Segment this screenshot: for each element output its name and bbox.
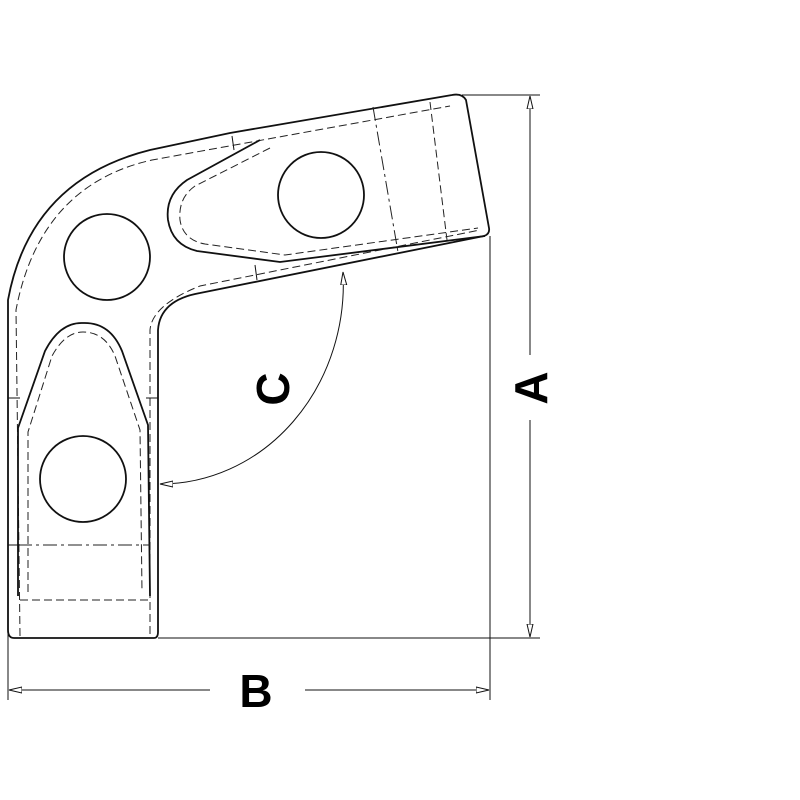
edge-line bbox=[231, 135, 235, 151]
dimension-label-b: B bbox=[239, 665, 272, 717]
center-line bbox=[372, 106, 399, 253]
dimension-b: B bbox=[7, 236, 491, 717]
hole-upper bbox=[277, 151, 365, 239]
edge-line bbox=[254, 264, 258, 281]
upper-slot bbox=[166, 139, 486, 263]
outer-hidden-outline bbox=[15, 105, 481, 637]
upper-slot-hidden bbox=[179, 147, 479, 256]
lower-slot bbox=[17, 322, 151, 597]
dimension-label-a: A bbox=[505, 371, 557, 404]
hole-lower bbox=[39, 435, 127, 523]
lower-slot-hidden bbox=[27, 331, 143, 593]
dimension-c: C bbox=[160, 272, 343, 484]
dimension-label-c: C bbox=[247, 372, 299, 405]
outer-outline bbox=[7, 93, 491, 639]
dimension-a: A bbox=[158, 94, 557, 639]
hidden-line bbox=[429, 101, 448, 241]
hole-corner bbox=[63, 213, 151, 301]
angle-arc bbox=[160, 272, 343, 484]
bracket-part bbox=[7, 93, 491, 639]
